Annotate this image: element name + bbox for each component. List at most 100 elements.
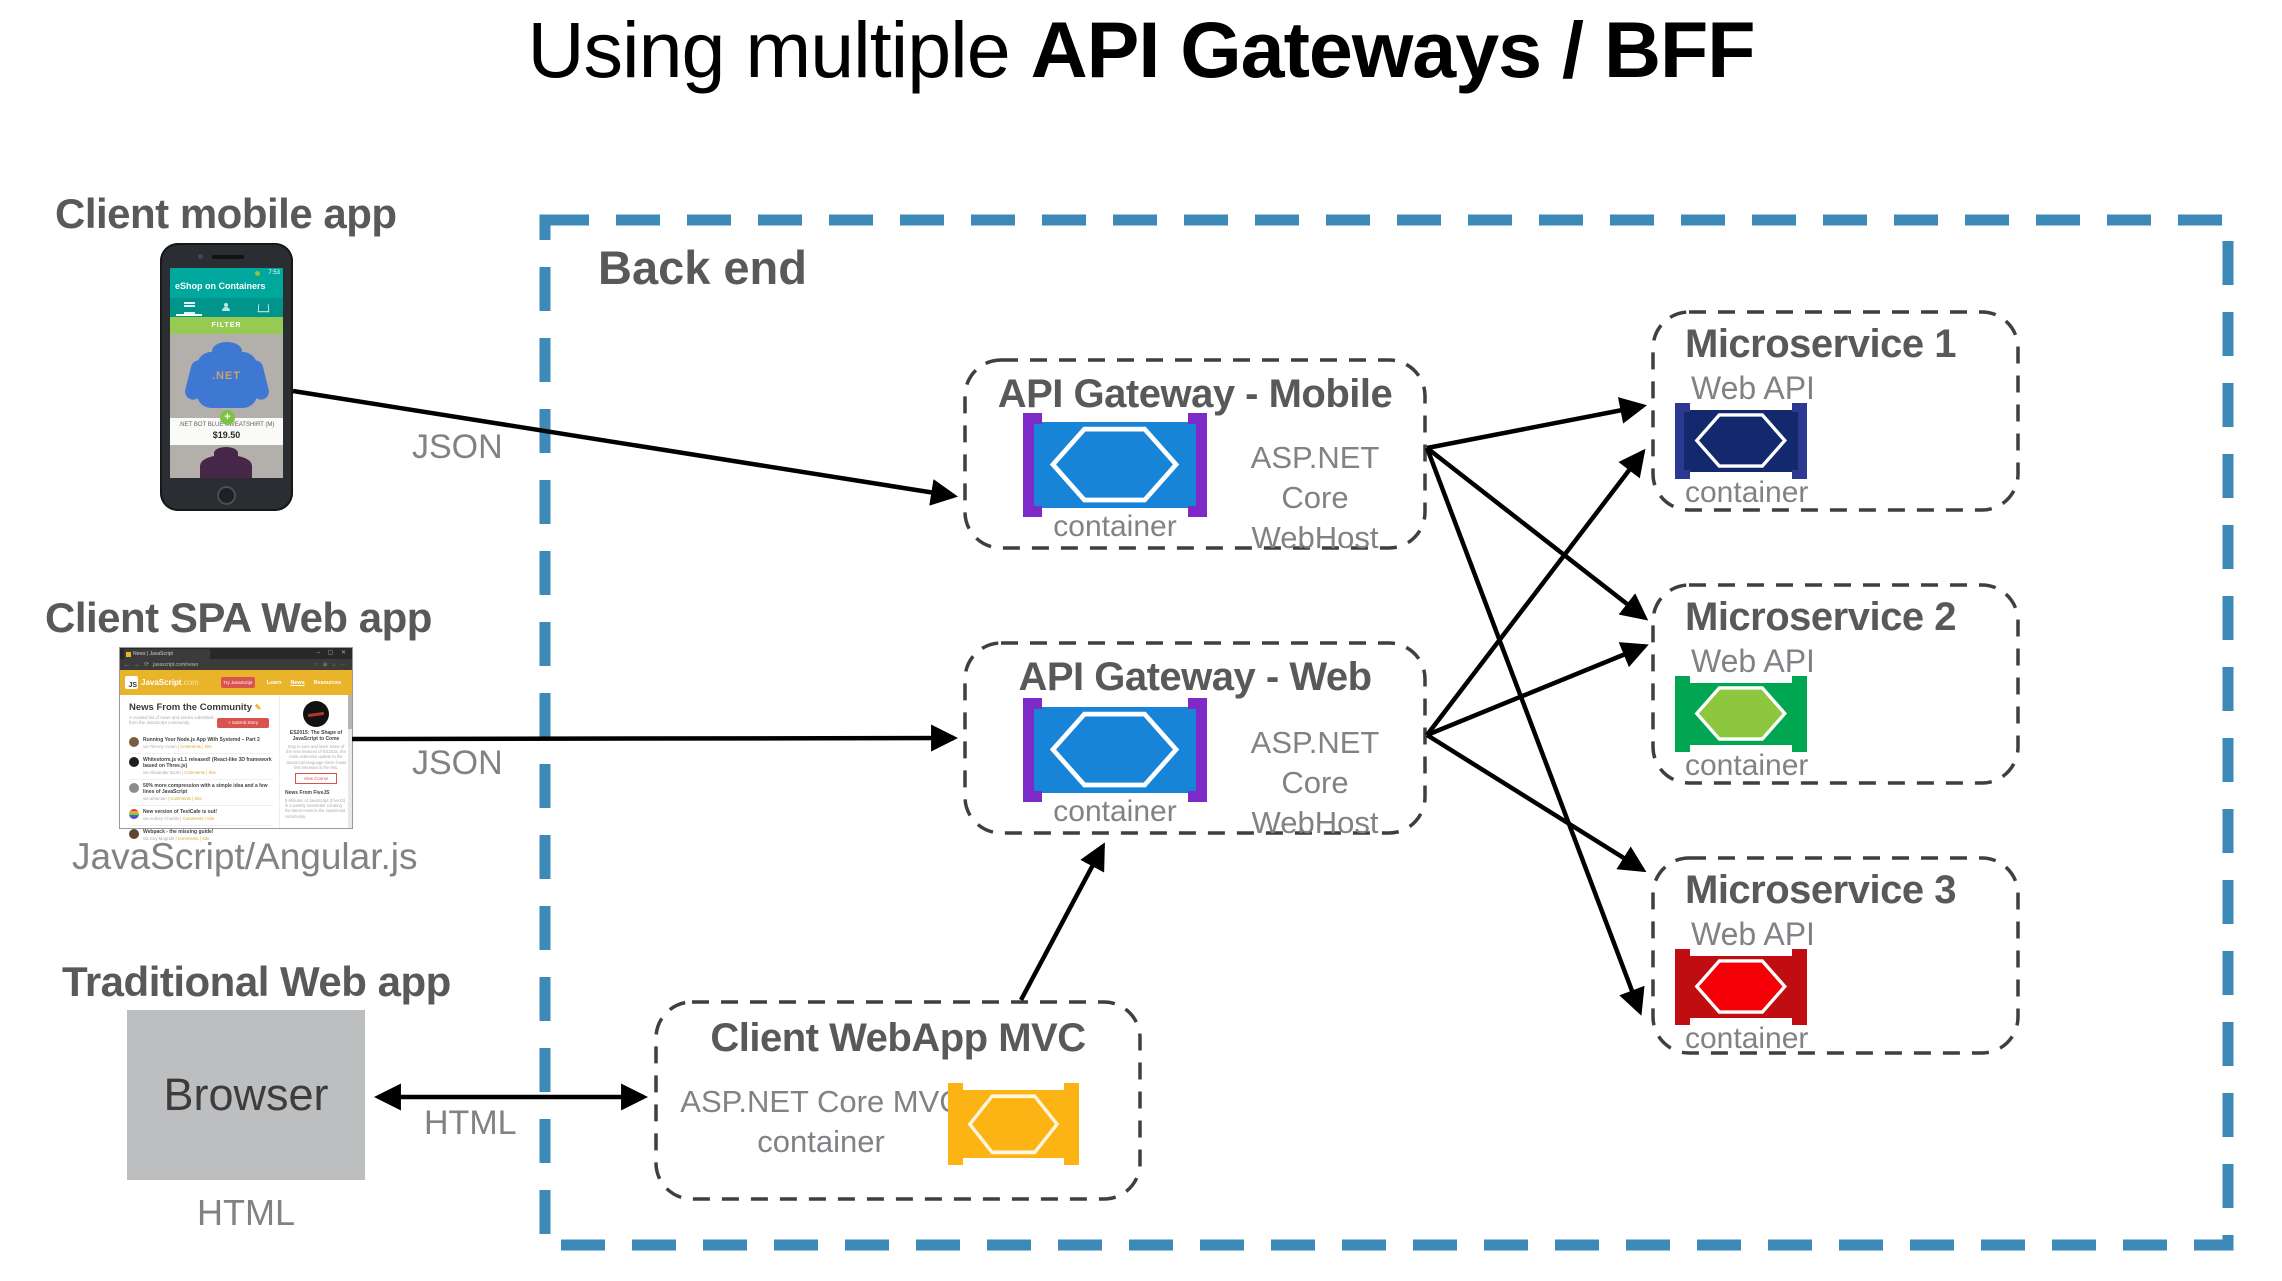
microservice3-node: Microservice 3 Web API container — [1653, 858, 2018, 1055]
sidebar: ES2015: The Shape of JavaScript to Come … — [279, 695, 352, 828]
container-icon — [1675, 676, 1807, 752]
add-to-cart-button[interactable]: + — [220, 410, 235, 425]
web-api-label: Web API — [1691, 370, 1815, 406]
arrow-gateway-web-to-ms3 — [1425, 733, 1647, 873]
byline-links[interactable]: Comments | Site — [184, 770, 216, 776]
browser-action-icons[interactable]: ☆ ⊞ ⌂ ⋯ — [313, 661, 348, 668]
bracket-icon — [1792, 676, 1807, 752]
list-item[interactable]: 50% more compression with a simple idea … — [129, 778, 273, 805]
gateway-mobile-tech: ASP.NET Core WebHost — [1215, 438, 1415, 558]
list-item[interactable]: Webpack - the missing guide! via Guy Mog… — [129, 824, 273, 845]
web-api-label: Web API — [1691, 916, 1815, 952]
browser-tab[interactable]: News | JavaScript — [124, 649, 210, 659]
container-icon — [1023, 413, 1207, 517]
arrow-gateway-web-to-ms2 — [1426, 642, 1649, 738]
mobile-phone-mock: 7:53 eShop on Containers FILTER .NET + .… — [160, 243, 293, 511]
spa-json-label: JSON — [412, 744, 503, 782]
page-title-emphasis: API Gateways / BFF — [1030, 5, 1756, 94]
favicon-icon — [126, 651, 131, 657]
phone-screen: 7:53 eShop on Containers FILTER .NET + .… — [170, 268, 283, 478]
spa-caption: JavaScript/Angular.js — [72, 836, 418, 877]
forward-icon[interactable]: → — [134, 661, 140, 668]
list-item[interactable]: Whitestorm.js v1.1 released! (React-like… — [129, 752, 273, 779]
byline-text: via arhuman | — [143, 796, 171, 802]
microservice2-title: Microservice 2 — [1685, 595, 1956, 639]
article-byline: via Andrey Churkin | Comments | Site — [143, 816, 217, 821]
hexagon-icon — [1694, 413, 1788, 469]
nav-news[interactable]: News — [290, 679, 305, 686]
arrow-spa-to-gateway-web — [351, 724, 959, 752]
byline-links[interactable]: Comments | Site — [170, 796, 202, 802]
byline-links[interactable]: Comments | Site — [180, 744, 212, 750]
bracket-icon — [1675, 949, 1690, 1025]
scrollbar[interactable] — [348, 695, 352, 828]
newsletter-title: News From FiveJS — [285, 790, 330, 797]
container-label: container — [1053, 795, 1177, 828]
home-button[interactable] — [217, 486, 236, 505]
arrow-gateway-mobile-to-ms2 — [1425, 446, 1649, 621]
backend-label: Back end — [598, 241, 807, 294]
byline-text: via Alexander Buzin | — [143, 770, 185, 776]
nav-resources[interactable]: Resources — [313, 679, 342, 686]
avatar — [129, 809, 139, 820]
article-title[interactable]: Webpack - the missing guide! — [143, 829, 214, 836]
avatar — [129, 737, 139, 748]
nav-learn[interactable]: Learn — [266, 679, 282, 686]
article-title[interactable]: Running Your Node.js App With Systemd – … — [143, 737, 260, 744]
url-text[interactable]: javascript.com/news — [153, 661, 199, 668]
list-item[interactable]: New version of TestCafe is out! via Andr… — [129, 804, 273, 825]
site-content: News From the Community ✎ A curated list… — [120, 695, 352, 841]
phone-app-title: eShop on Containers — [175, 281, 266, 291]
tech-line: WebHost — [1251, 520, 1379, 555]
cart-icon[interactable] — [257, 303, 270, 312]
submit-story-button[interactable]: + Submit Story — [217, 718, 269, 728]
arrow-gateway-mobile-to-ms3 — [1424, 447, 1645, 1016]
profile-icon[interactable] — [222, 303, 231, 312]
article-byline: via Alexander Buzin | Comments | Site — [143, 770, 273, 775]
next-product-image — [170, 445, 283, 478]
scrollbar-thumb[interactable] — [348, 695, 352, 729]
traditional-caption: HTML — [197, 1192, 295, 1233]
client-mobile-heading: Client mobile app — [55, 190, 397, 237]
bracket-icon — [1188, 413, 1207, 517]
microservice2-node: Microservice 2 Web API container — [1653, 585, 2018, 783]
phone-status-time: 7:53 — [268, 270, 280, 276]
active-tab-underline — [176, 314, 202, 316]
webapp-mvc-tech: ASP.NET Core MVC container — [676, 1082, 966, 1162]
bracket-icon — [1792, 403, 1807, 479]
article-title[interactable]: New version of TestCafe is out! — [143, 809, 218, 816]
view-course-button[interactable]: View Course — [295, 773, 337, 785]
try-javascript-button[interactable]: Try JavaScript — [220, 677, 255, 688]
hexagon-icon — [1050, 712, 1180, 788]
hamburger-icon[interactable] — [183, 301, 195, 314]
container-icon — [948, 1083, 1079, 1165]
byline-links[interactable]: Comments | Site — [182, 816, 215, 822]
article-title[interactable]: 50% more compression with a simple idea … — [143, 783, 268, 796]
news-column: News From the Community ✎ A curated list… — [120, 695, 279, 841]
hexagon-icon — [967, 1094, 1060, 1154]
reload-icon[interactable]: ⟳ — [144, 662, 150, 668]
traditional-heading: Traditional Web app — [62, 958, 451, 1005]
container-label: container — [1685, 1022, 1809, 1055]
article-title[interactable]: Whitestorm.js v1.1 released! (React-like… — [143, 757, 272, 770]
webapp-mvc-title: Client WebApp MVC — [710, 1016, 1086, 1060]
filter-button[interactable]: FILTER — [170, 317, 283, 334]
phone-speaker-icon — [212, 255, 244, 259]
bracket-icon — [1023, 698, 1042, 802]
container-icon — [1675, 403, 1807, 479]
hexagon-icon — [1050, 427, 1180, 503]
bracket-icon — [1675, 676, 1690, 752]
arrow-gateway-mobile-to-ms1 — [1426, 397, 1647, 451]
site-brand[interactable]: JavaScript.com — [141, 678, 199, 687]
byline-links[interactable]: Comments | Site — [177, 836, 210, 842]
back-icon[interactable]: ← — [124, 661, 130, 668]
product-name: .NET BOT BLUE SWEATSHIRT (M) — [178, 422, 275, 428]
browser-box: Browser — [127, 1010, 365, 1180]
news-heading-text: News From the Community — [129, 702, 252, 713]
article-byline: via Guy Mograbi | Comments | Site — [143, 836, 213, 841]
window-buttons[interactable]: – ▢ ✕ — [316, 650, 349, 656]
hoodie-logo: .NET — [211, 370, 242, 382]
page-title-prefix: Using multiple — [527, 5, 1031, 94]
list-item[interactable]: Running Your Node.js App With Systemd – … — [129, 734, 273, 753]
tech-line: container — [757, 1124, 885, 1159]
